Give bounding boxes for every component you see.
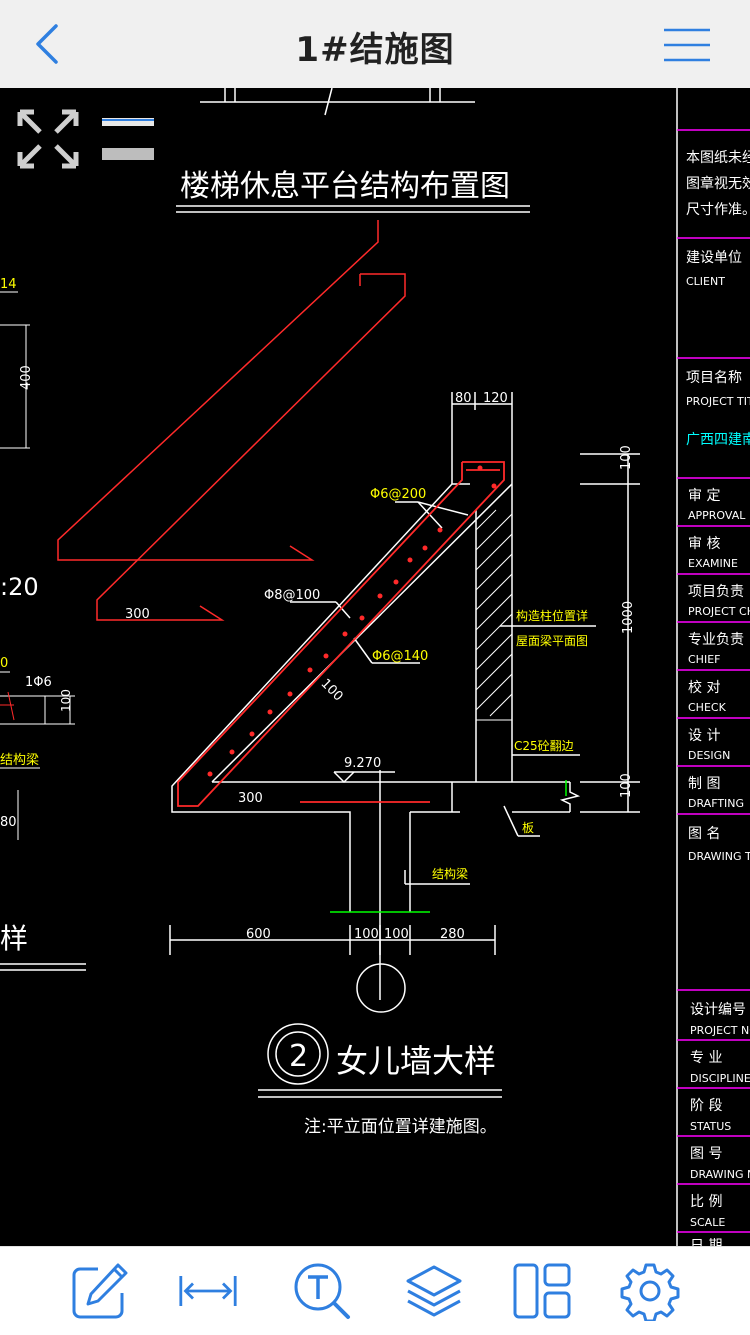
svg-text:图 号: 图 号 <box>690 1146 722 1162</box>
page-title: 1#结施图 <box>295 30 455 70</box>
layers-toggle-icon[interactable] <box>102 118 154 160</box>
svg-text:100: 100 <box>619 445 634 470</box>
svg-text:1000: 1000 <box>621 601 636 634</box>
rebar-lines <box>177 461 505 807</box>
svg-text:DISCIPLINE: DISCIPLINE <box>690 1072 750 1085</box>
svg-text:板: 板 <box>522 821 534 835</box>
left-fragment: 14 400 :20 0 1Φ6 100 结构梁 80 样 <box>0 277 86 971</box>
drawing-canvas[interactable]: 楼梯休息平台结构布置图 14 400 :20 0 1Φ6 100 结构梁 80 … <box>0 88 750 1246</box>
svg-text:Φ6@200: Φ6@200 <box>370 487 426 502</box>
svg-text:600: 600 <box>246 927 271 942</box>
svg-text:STATUS: STATUS <box>690 1120 731 1133</box>
svg-text:80: 80 <box>455 391 472 406</box>
svg-text:设 计: 设 计 <box>688 728 720 744</box>
layers-icon[interactable] <box>404 1261 464 1321</box>
svg-text:项目名称: 项目名称 <box>686 370 742 386</box>
svg-text:日 期: 日 期 <box>690 1238 722 1246</box>
svg-text:CLIENT: CLIENT <box>686 275 725 288</box>
svg-text:审 核: 审 核 <box>688 536 720 552</box>
bottom-toolbar <box>0 1246 750 1335</box>
svg-text:300: 300 <box>238 791 263 806</box>
svg-text:DRAWING No: DRAWING No <box>690 1168 750 1181</box>
svg-text:100: 100 <box>619 773 634 798</box>
svg-text:100: 100 <box>354 927 379 942</box>
svg-text:9.270: 9.270 <box>344 756 381 771</box>
hatched-wall <box>475 509 513 721</box>
text-search-icon[interactable] <box>292 1261 352 1321</box>
stair-dim-300: 300 <box>125 607 150 622</box>
layout-icon[interactable] <box>512 1261 572 1321</box>
svg-text:项目负责: 项目负责 <box>688 584 744 600</box>
svg-text:280: 280 <box>440 927 465 942</box>
svg-text:CHECK: CHECK <box>688 701 727 714</box>
svg-text:制 图: 制 图 <box>688 776 720 792</box>
svg-text:本图纸未经本: 本图纸未经本 <box>686 150 750 166</box>
rebar-dots <box>207 465 497 777</box>
svg-text:广西四建南宁: 广西四建南宁 <box>686 431 750 448</box>
svg-text:样: 样 <box>0 922 28 955</box>
svg-text:屋面梁平面图: 屋面梁平面图 <box>516 633 588 648</box>
plan-title: 楼梯休息平台结构布置图 <box>180 169 510 204</box>
svg-text:1Φ6: 1Φ6 <box>25 675 52 690</box>
svg-text:图章视无效。: 图章视无效。 <box>686 175 750 192</box>
svg-text:专业负责: 专业负责 <box>688 632 744 648</box>
svg-text:DESIGN: DESIGN <box>688 749 730 762</box>
svg-text:专 业: 专 业 <box>690 1050 722 1066</box>
menu-icon[interactable] <box>662 26 712 66</box>
svg-text:DRAFTING: DRAFTING <box>688 797 744 810</box>
svg-text:审 定: 审 定 <box>688 488 720 504</box>
parapet-detail <box>169 392 640 1013</box>
svg-text:0: 0 <box>0 656 8 671</box>
svg-text:比 例: 比 例 <box>690 1194 722 1210</box>
parapet-labels: 80 120 Φ6@200 Φ8@100 Φ6@140 100 构造柱位置详 屋… <box>238 391 636 942</box>
svg-text:PROJECT NO: PROJECT NO <box>690 1024 750 1037</box>
svg-text:校 对: 校 对 <box>688 679 720 696</box>
svg-text:Φ8@100: Φ8@100 <box>264 588 320 603</box>
svg-text:Φ6@140: Φ6@140 <box>372 649 428 664</box>
navigation-bar: 1#结施图 <box>0 0 750 89</box>
green-marks <box>330 780 567 913</box>
top-fragment <box>200 88 475 116</box>
svg-text:SCALE: SCALE <box>690 1216 725 1229</box>
pencil-square-icon[interactable] <box>70 1261 130 1321</box>
svg-text:EXAMINE: EXAMINE <box>688 557 738 570</box>
svg-text:APPROVAL: APPROVAL <box>688 509 746 522</box>
detail-number: 2 <box>289 1039 308 1074</box>
svg-text:阶 段: 阶 段 <box>690 1098 722 1114</box>
gear-icon[interactable] <box>620 1261 680 1321</box>
title-block: 本图纸未经本 图章视无效。 尺寸作准。如 建设单位 CLIENT 项目名称 PR… <box>676 88 750 1246</box>
svg-text:尺寸作准。如: 尺寸作准。如 <box>686 202 750 218</box>
svg-text:DRAWING TIT: DRAWING TIT <box>688 850 750 863</box>
svg-text:100: 100 <box>318 676 346 704</box>
svg-text::20: :20 <box>0 573 39 601</box>
detail-title: 2 女儿墙大样 注:平立面位置详建施图。 <box>258 1023 502 1137</box>
svg-text:C25砼翻边: C25砼翻边 <box>514 739 574 753</box>
svg-text:14: 14 <box>0 277 17 292</box>
svg-text:PROJECT TIT: PROJECT TIT <box>686 395 750 408</box>
svg-text:80: 80 <box>0 815 17 830</box>
drawing-note: 注:平立面位置详建施图。 <box>304 1117 497 1137</box>
svg-text:构造柱位置详: 构造柱位置详 <box>516 608 588 623</box>
svg-text:结构梁: 结构梁 <box>0 753 39 768</box>
svg-text:400: 400 <box>19 365 34 390</box>
svg-text:建设单位: 建设单位 <box>686 250 742 266</box>
detail-title-text: 女儿墙大样 <box>336 1042 496 1080</box>
fullscreen-icon[interactable] <box>17 109 79 169</box>
svg-text:100: 100 <box>384 927 409 942</box>
svg-text:CHIEF: CHIEF <box>688 653 720 666</box>
svg-text:设计编号: 设计编号 <box>690 1002 746 1018</box>
back-chevron-icon[interactable] <box>26 20 74 68</box>
svg-text:结构梁: 结构梁 <box>432 866 468 881</box>
stair-outline <box>57 220 406 621</box>
measure-arrow-icon[interactable] <box>178 1261 238 1321</box>
svg-text:图 名: 图 名 <box>688 826 720 842</box>
svg-text:100: 100 <box>59 689 73 712</box>
svg-text:PROJECT CHI: PROJECT CHI <box>688 605 750 618</box>
svg-text:120: 120 <box>483 391 508 406</box>
